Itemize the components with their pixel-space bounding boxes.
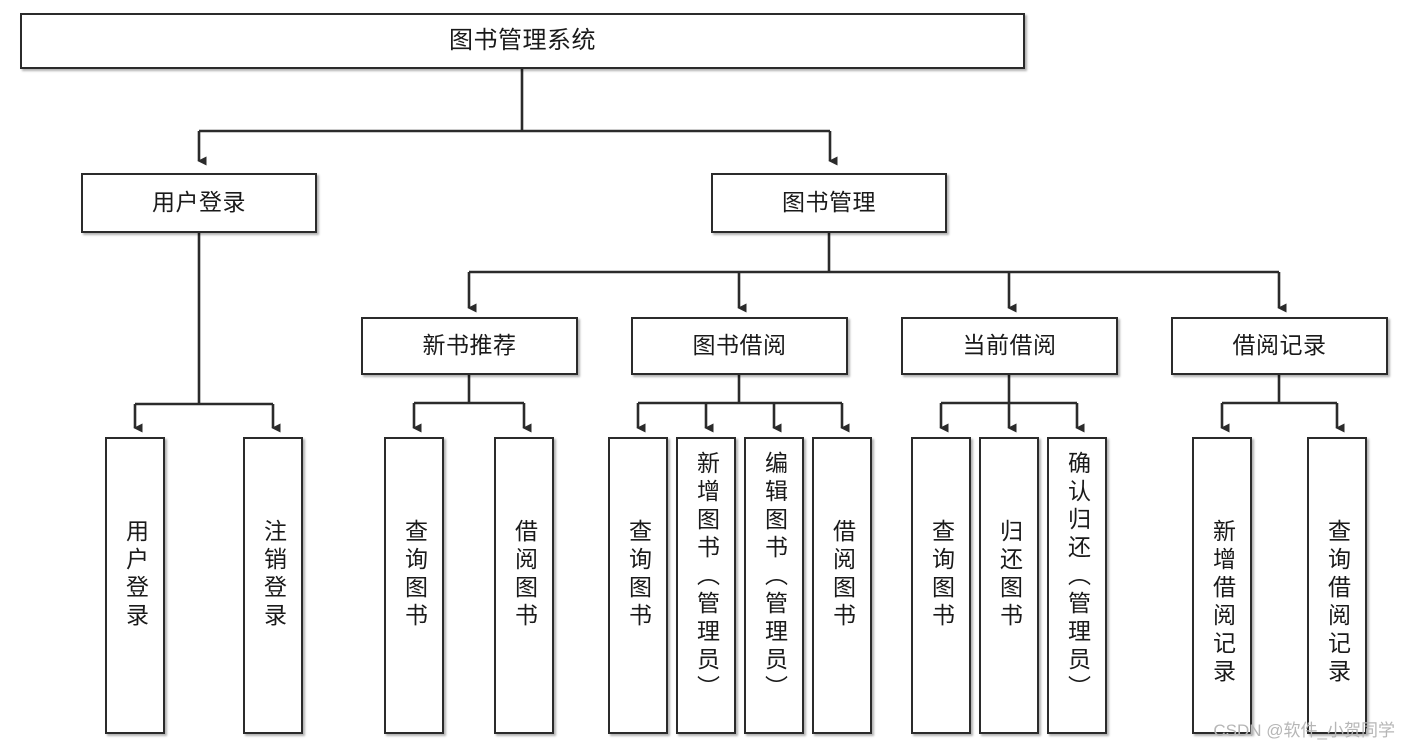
leaf-borrow-book-2-label: 借阅图书 [829, 519, 856, 631]
node-book-management[interactable]: 图书管理 [711, 173, 947, 233]
leaf-confirm-return[interactable]: 确认归还（管理员） [1047, 437, 1107, 734]
leaf-add-book[interactable]: 新增图书（管理员） [676, 437, 736, 734]
leaf-add-book-label: 新增图书（管理员） [693, 451, 720, 703]
leaf-logout-label: 注销登录 [260, 519, 287, 631]
node-borrow-record[interactable]: 借阅记录 [1171, 317, 1388, 375]
node-root-label: 图书管理系统 [449, 26, 596, 54]
leaf-edit-book-label: 编辑图书（管理员） [761, 451, 788, 703]
node-user-login-label: 用户登录 [152, 189, 246, 216]
leaf-borrow-book-1-label: 借阅图书 [511, 519, 538, 631]
node-book-management-label: 图书管理 [782, 189, 876, 216]
node-new-book-recommend-label: 新书推荐 [422, 332, 517, 359]
node-user-login[interactable]: 用户登录 [81, 173, 317, 233]
leaf-query-record-label: 查询借阅记录 [1324, 519, 1351, 687]
leaf-logout[interactable]: 注销登录 [243, 437, 303, 734]
leaf-query-book-1[interactable]: 查询图书 [384, 437, 444, 734]
leaf-add-record-label: 新增借阅记录 [1209, 519, 1236, 687]
leaf-user-login[interactable]: 用户登录 [105, 437, 165, 734]
leaf-return-book[interactable]: 归还图书 [979, 437, 1039, 734]
node-root[interactable]: 图书管理系统 [20, 13, 1025, 69]
node-current-borrow-label: 当前借阅 [962, 332, 1057, 359]
leaf-query-book-3[interactable]: 查询图书 [911, 437, 971, 734]
node-new-book-recommend[interactable]: 新书推荐 [361, 317, 578, 375]
node-book-borrow-label: 图书借阅 [692, 332, 787, 359]
leaf-query-book-1-label: 查询图书 [401, 519, 428, 631]
node-book-borrow[interactable]: 图书借阅 [631, 317, 848, 375]
leaf-query-book-2-label: 查询图书 [625, 519, 652, 631]
leaf-return-book-label: 归还图书 [996, 519, 1023, 631]
leaf-user-login-label: 用户登录 [122, 519, 149, 631]
leaf-add-record[interactable]: 新增借阅记录 [1192, 437, 1252, 734]
leaf-query-book-2[interactable]: 查询图书 [608, 437, 668, 734]
leaf-confirm-return-label: 确认归还（管理员） [1064, 451, 1091, 703]
leaf-borrow-book-2[interactable]: 借阅图书 [812, 437, 872, 734]
node-borrow-record-label: 借阅记录 [1232, 332, 1327, 359]
leaf-edit-book[interactable]: 编辑图书（管理员） [744, 437, 804, 734]
leaf-query-book-3-label: 查询图书 [928, 519, 955, 631]
watermark: CSDN @软件_小贺同学 [1213, 721, 1395, 740]
leaf-query-record[interactable]: 查询借阅记录 [1307, 437, 1367, 734]
node-current-borrow[interactable]: 当前借阅 [901, 317, 1118, 375]
leaf-borrow-book-1[interactable]: 借阅图书 [494, 437, 554, 734]
